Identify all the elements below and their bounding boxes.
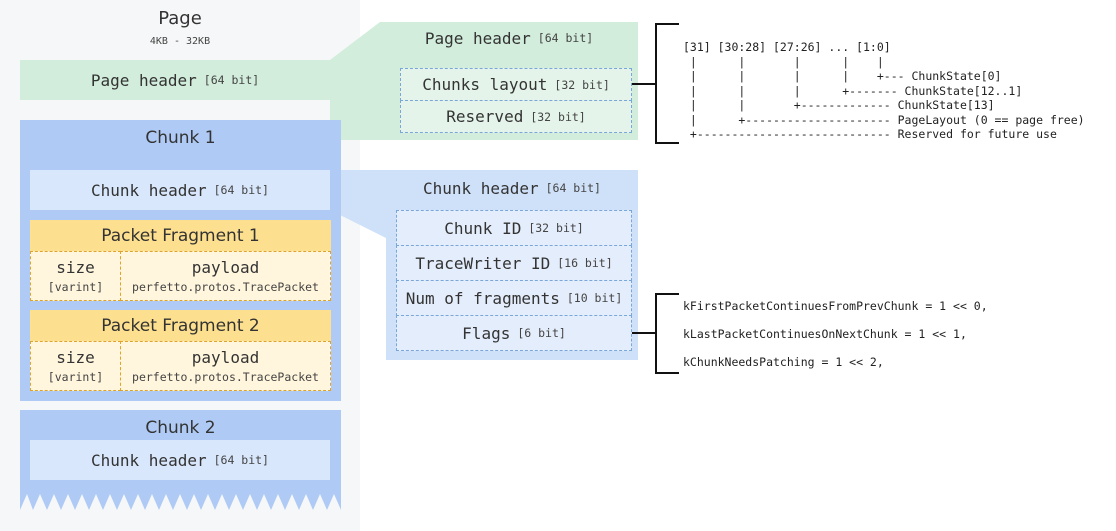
chunk2-header-label: Chunk header	[91, 450, 207, 470]
chunk2-header-row: Chunk header [64 bit]	[30, 440, 330, 480]
chunk2-header-bits: [64 bit]	[213, 453, 269, 467]
layout-bracket	[655, 23, 679, 144]
fragment-payload-label: payload	[191, 348, 260, 367]
fragment-title: Packet Fragment 1	[30, 220, 331, 251]
field-bits: [10 bit]	[566, 291, 623, 305]
flags-bracket	[655, 293, 679, 374]
field-label: Flags	[462, 323, 511, 343]
fragment-size-cell: size [varint]	[30, 251, 121, 301]
field-bits: [32 bit]	[554, 77, 610, 92]
reserved-field: Reserved [32 bit]	[400, 100, 632, 133]
num-fragments-field: Num of fragments [10 bit]	[396, 280, 632, 316]
field-label: Chunk ID	[444, 218, 522, 238]
page-header-detail-title: Page header[64 bit]	[424, 28, 594, 48]
flag-item: kFirstPacketContinuesFromPrevChunk = 1 <…	[683, 299, 988, 313]
fragment-size-label: size	[56, 258, 95, 277]
field-bits: [16 bit]	[557, 256, 613, 270]
tracewriter-id-field: TraceWriter ID [16 bit]	[396, 245, 632, 281]
chunk1-header-bits: [64 bit]	[213, 183, 269, 197]
fragment-payload-type: perfetto.protos.TracePacket	[132, 280, 319, 294]
fragment-payload-cell: payload perfetto.protos.TracePacket	[120, 341, 331, 391]
chunk-id-field: Chunk ID [32 bit]	[396, 210, 632, 246]
fragment-payload-type: perfetto.protos.TracePacket	[132, 370, 319, 384]
packet-fragment-2: Packet Fragment 2 size [varint] payload …	[30, 310, 331, 391]
chunk1-header-row: Chunk header [64 bit]	[30, 170, 330, 210]
flag-item: kLastPacketContinuesOnNextChunk = 1 << 1…	[683, 327, 967, 341]
field-bits: [32 bit]	[528, 221, 584, 235]
field-bits: [6 bit]	[517, 326, 566, 340]
fragment-size-type: [varint]	[47, 280, 104, 294]
chunk2-title: Chunk 2	[145, 418, 216, 438]
field-label: TraceWriter ID	[415, 253, 551, 273]
flag-item: kChunkNeedsPatching = 1 << 2,	[683, 355, 884, 369]
page-title: Page	[158, 7, 202, 29]
field-label: Reserved	[446, 107, 524, 126]
chunk1-title: Chunk 1	[145, 128, 216, 148]
page-header-row: Page header [64 bit]	[20, 60, 330, 100]
packet-fragment-1: Packet Fragment 1 size [varint] payload …	[30, 220, 331, 301]
fragment-size-type: [varint]	[47, 370, 104, 384]
fragment-title: Packet Fragment 2	[30, 310, 331, 341]
fragment-payload-label: payload	[191, 258, 260, 277]
flags-field: Flags [6 bit]	[396, 315, 632, 351]
chunk-header-detail-title: Chunk header[64 bit]	[423, 178, 601, 198]
page-header-bits: [64 bit]	[203, 73, 260, 87]
field-label: Chunks layout	[422, 75, 548, 94]
chunks-layout-bit-diagram: [31] [30:28] [27:26] ... [1:0] | | | | |…	[683, 40, 1085, 141]
fragment-size-cell: size [varint]	[30, 341, 121, 391]
field-label: Num of fragments	[405, 288, 560, 308]
page-header-label: Page header	[90, 70, 197, 90]
fragment-payload-cell: payload perfetto.protos.TracePacket	[120, 251, 331, 301]
fragment-size-label: size	[56, 348, 95, 367]
chunks-layout-field: Chunks layout [32 bit]	[400, 68, 632, 101]
field-bits: [32 bit]	[530, 109, 586, 124]
chunk1-header-label: Chunk header	[91, 180, 207, 200]
page-size-range: 4KB - 32KB	[149, 35, 211, 47]
